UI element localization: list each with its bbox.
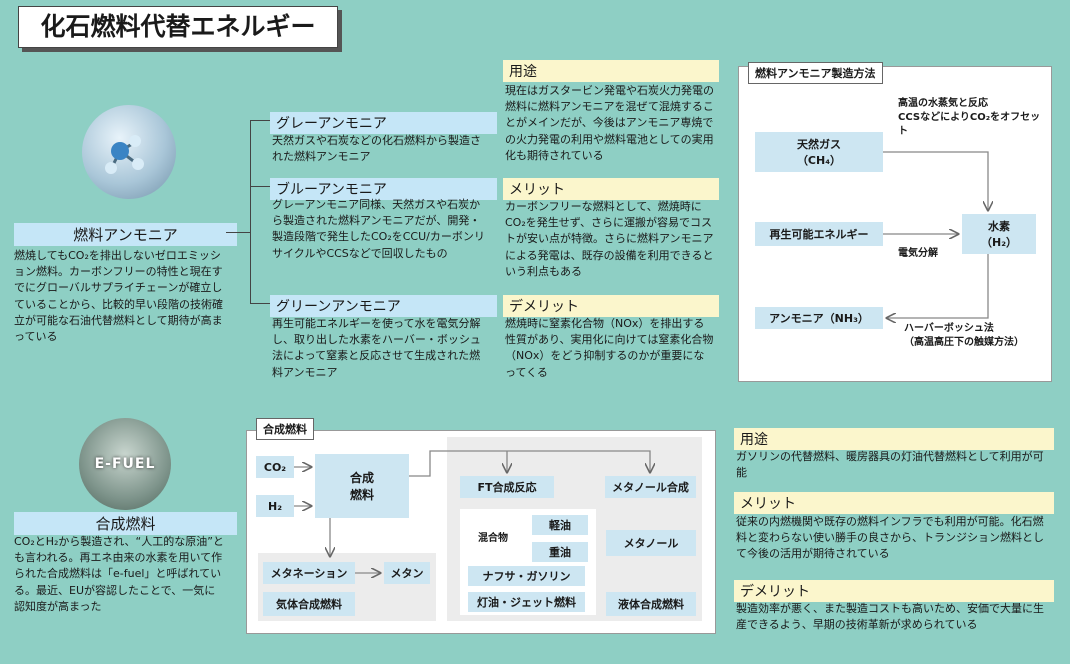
- methanol-box: メタノール: [606, 530, 696, 556]
- hydrogen-label: 水素: [988, 220, 1010, 233]
- efuel-badge-text: E-FUEL: [94, 456, 156, 472]
- gray-ammonia-heading: グレーアンモニア: [270, 112, 497, 134]
- synthetic-demerit-heading: デメリット: [734, 580, 1054, 602]
- heavy-oil-box: 重油: [532, 542, 588, 562]
- page-title: 化石燃料代替エネルギー: [18, 6, 338, 48]
- synthetic-fuel-label: 合成燃料: [349, 471, 374, 502]
- synthetic-usage-heading: 用途: [734, 428, 1054, 450]
- haber-note-line2: （高温高圧下の触媒方法）: [904, 337, 1024, 348]
- methanation-label: メタネーション: [270, 567, 348, 580]
- liquid-fuel-label: 液体合成燃料: [618, 598, 684, 611]
- methanation-box: メタネーション: [263, 562, 355, 584]
- bracket-line: [250, 303, 270, 304]
- gas-fuel-label: 気体合成燃料: [276, 598, 342, 611]
- haber-note-line1: ハーバーボッシュ法: [904, 323, 994, 334]
- heavy-oil-label: 重油: [549, 546, 571, 559]
- ft-label: FT合成反応: [477, 481, 537, 494]
- co2-label: CO₂: [263, 460, 287, 474]
- ammonia-usage-heading: 用途: [503, 60, 719, 82]
- h2-label: H₂: [267, 499, 283, 513]
- mixture-label: 混合物: [478, 533, 508, 544]
- green-ammonia-text: 再生可能エネルギーを使って水を電気分解し、取り出した水素をハーバー・ボッシュ法に…: [272, 317, 481, 379]
- gray-ammonia-text: 天然ガスや石炭などの化石燃料から製造された燃料アンモニア: [272, 134, 481, 164]
- ammonia-output-label: アンモニア（NH₃）: [769, 312, 869, 325]
- hydrogen-formula: （H₂）: [980, 236, 1018, 249]
- hydrogen-box: 水素 （H₂）: [962, 214, 1036, 254]
- gas-fuel-box: 気体合成燃料: [263, 592, 355, 616]
- bracket-line: [226, 232, 250, 233]
- h2-box: H₂: [256, 495, 294, 517]
- renewable-energy-label: 再生可能エネルギー: [769, 228, 869, 241]
- kerosene-box: 灯油・ジェット燃料: [468, 592, 585, 612]
- efuel-image: E-FUEL: [79, 418, 171, 510]
- electrolysis-note: 電気分解: [898, 248, 938, 259]
- synthetic-diagram-title: 合成燃料: [256, 418, 314, 440]
- methanol-label: メタノール: [623, 537, 679, 550]
- synthetic-description: CO₂とH₂から製造され、“人工的な原油”とも言われる。再エネ由来の水素を用いて…: [14, 535, 224, 613]
- naphtha-label: ナフサ・ガソリン: [482, 570, 571, 583]
- naphtha-box: ナフサ・ガソリン: [468, 566, 585, 586]
- bracket-line: [250, 120, 251, 304]
- natural-gas-box: 天然ガス （CH₄）: [755, 132, 883, 172]
- natural-gas-label: 天然ガス: [797, 138, 841, 151]
- bracket-line: [250, 120, 270, 121]
- steam-note-line2: CCSなどによりCO₂をオフセット: [898, 112, 1041, 137]
- ammonia-demerit-text: 燃焼時に窒素化合物（NOx）を排出する性質があり、実用化に向けては窒素化合物（N…: [505, 317, 714, 379]
- methane-label: メタン: [390, 567, 424, 580]
- ft-box: FT合成反応: [460, 476, 554, 498]
- ammonia-merit-text: カーボンフリーな燃料として、燃焼時にCO₂を発生せず、さらに運搬が容易でコストが…: [505, 200, 714, 278]
- synthetic-merit-text: 従来の内燃機関や既存の燃料インフラでも利用が可能。化石燃料と変わらない使い勝手の…: [736, 515, 1044, 561]
- ammonia-output-box: アンモニア（NH₃）: [755, 307, 883, 329]
- co2-box: CO₂: [256, 456, 294, 478]
- bracket-line: [250, 186, 270, 187]
- ammonia-heading: 燃料アンモニア: [14, 223, 237, 246]
- synthetic-fuel-box: 合成燃料: [315, 454, 409, 518]
- synthetic-merit-heading: メリット: [734, 492, 1054, 514]
- steam-note: 高温の水蒸気と反応 CCSなどによりCO₂をオフセット: [898, 97, 1048, 139]
- natural-gas-formula: （CH₄）: [796, 154, 842, 167]
- blue-ammonia-heading: ブルーアンモニア: [270, 178, 497, 200]
- methane-box: メタン: [384, 562, 430, 584]
- synthetic-heading: 合成燃料: [14, 512, 237, 535]
- ammonia-demerit-heading: デメリット: [503, 295, 719, 317]
- light-oil-box: 軽油: [532, 515, 588, 535]
- haber-bosch-note: ハーバーボッシュ法 （高温高圧下の触媒方法）: [904, 322, 1044, 350]
- methanol-synthesis-box: メタノール合成: [605, 476, 696, 498]
- renewable-energy-box: 再生可能エネルギー: [755, 222, 883, 246]
- kerosene-label: 灯油・ジェット燃料: [477, 596, 576, 609]
- light-oil-label: 軽油: [549, 519, 571, 532]
- ammonia-molecule-image: [82, 105, 176, 199]
- steam-note-line1: 高温の水蒸気と反応: [898, 98, 988, 109]
- ammonia-usage-text: 現在はガスタービン発電や石炭火力発電の燃料に燃料アンモニアを混ぜて混焼することが…: [505, 84, 714, 162]
- liquid-fuel-box: 液体合成燃料: [606, 592, 696, 616]
- synthetic-usage-text: ガソリンの代替燃料、暖房器具の灯油代替燃料として利用が可能: [736, 450, 1044, 480]
- ammonia-merit-heading: メリット: [503, 178, 719, 200]
- ammonia-description: 燃焼してもCO₂を排出しないゼロエミッション燃料。カーボンフリーの特性と現在すで…: [14, 249, 223, 344]
- methanol-synthesis-label: メタノール合成: [612, 481, 689, 494]
- blue-ammonia-text: グレーアンモニア同様、天然ガスや石炭から製造された燃料アンモニアだが、開発・製造…: [272, 198, 485, 260]
- green-ammonia-heading: グリーンアンモニア: [270, 295, 497, 317]
- ammonia-process-title: 燃料アンモニア製造方法: [748, 62, 883, 84]
- synthetic-demerit-text: 製造効率が悪く、また製造コストも高いため、安価で大量に生産できるよう、早期の技術…: [736, 602, 1044, 632]
